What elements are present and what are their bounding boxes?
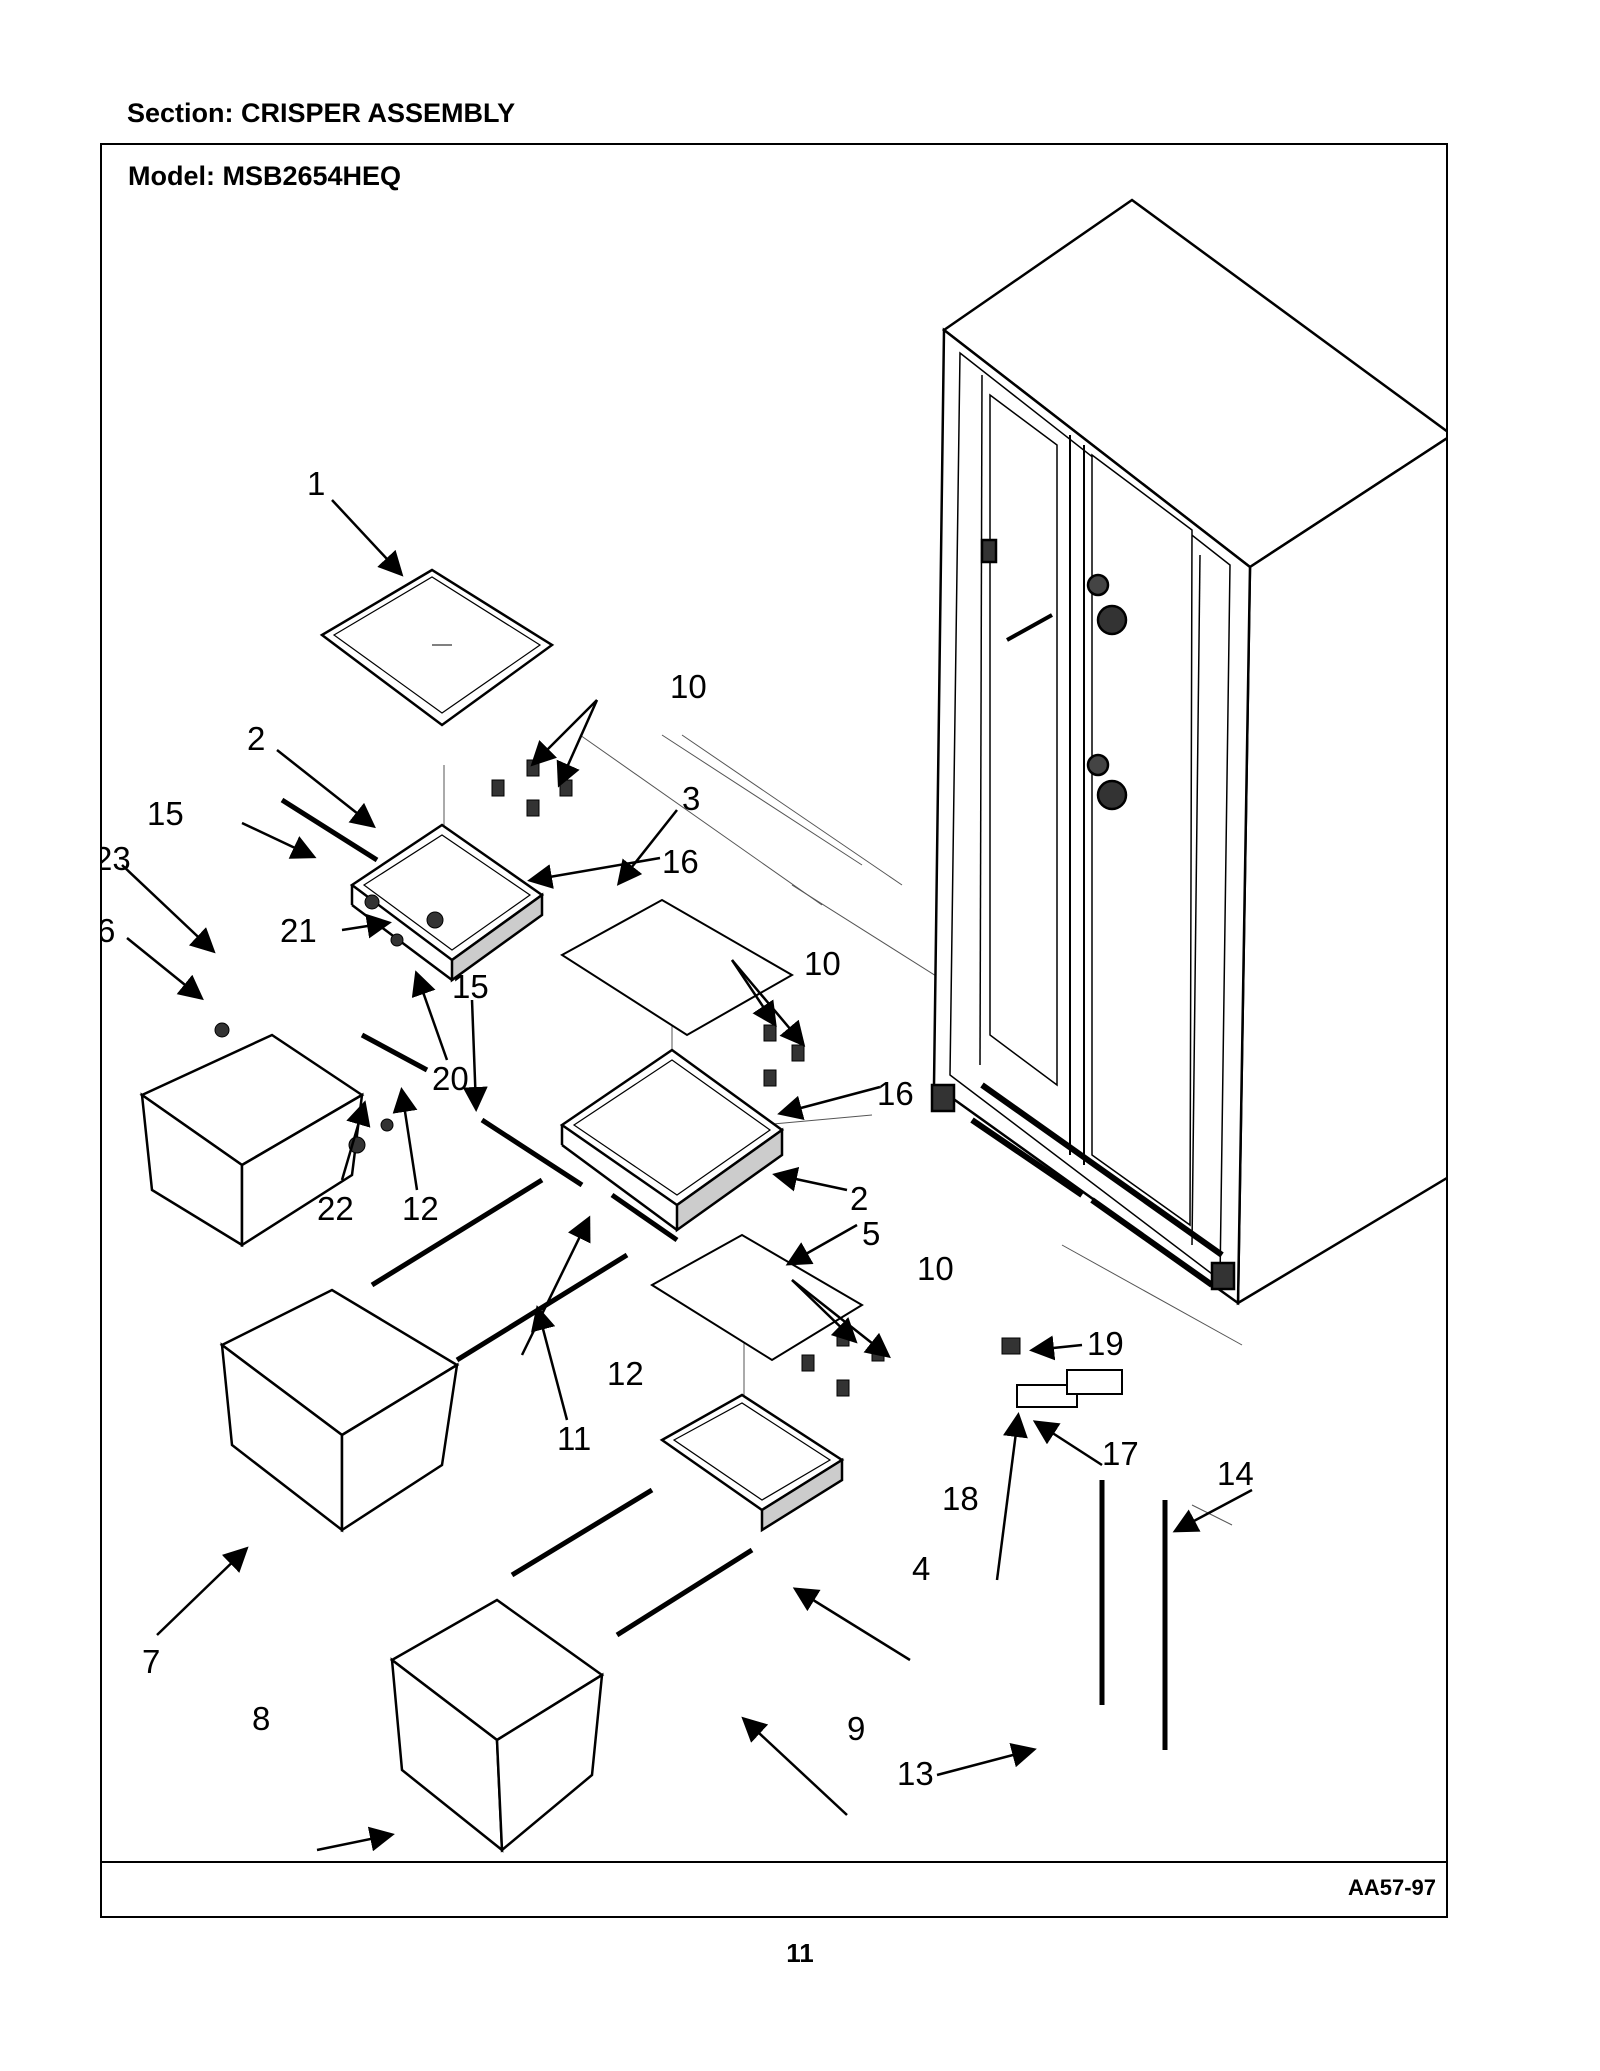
shelf-icon — [319, 568, 555, 727]
callout-9: 9 — [847, 1710, 865, 1747]
model-title: Model: MSB2654HEQ — [128, 161, 402, 191]
callout-11: 11 — [557, 1420, 591, 1457]
crisper-drawer-frame-icon — [559, 1048, 785, 1233]
callout-8: 8 — [252, 1700, 270, 1737]
callout-5: 5 — [862, 1215, 880, 1252]
callout-2: 2 — [850, 1180, 868, 1217]
callout-7: 7 — [142, 1643, 160, 1680]
callout-18: 18 — [942, 1480, 979, 1517]
diagram-frame: Model: MSB2654HEQ — [100, 143, 1448, 1918]
callout-20: 20 — [432, 1060, 469, 1097]
crisper-drawer-frame-icon — [659, 1393, 845, 1533]
page-number: 11 — [786, 1938, 814, 1968]
callout-10: 10 — [804, 945, 841, 982]
crisper-pan-icon — [219, 1288, 460, 1533]
crisper-pan-icon — [139, 1033, 365, 1248]
exploded-parts-diagram: 1 2 15 23 6 21 20 22 12 10 3 16 10 15 16… — [102, 198, 1446, 1853]
callout-23: 23 — [102, 840, 131, 877]
callout-1: 1 — [307, 465, 325, 502]
clip-icon — [214, 759, 1123, 1408]
callout-17: 17 — [1102, 1435, 1139, 1472]
glass-cover-icon — [560, 898, 864, 1362]
callout-14: 14 — [1217, 1455, 1254, 1492]
footer-divider — [102, 1861, 1446, 1863]
callout-15: 15 — [147, 795, 184, 832]
callout-13: 13 — [897, 1755, 934, 1792]
callout-16: 16 — [877, 1075, 914, 1112]
callout-19: 19 — [1087, 1325, 1124, 1362]
crisper-pan-icon — [389, 1598, 605, 1853]
refrigerator-cabinet-icon — [930, 198, 1446, 1306]
callout-4: 4 — [912, 1550, 930, 1587]
section-title: Section: CRISPER ASSEMBLY — [127, 98, 516, 128]
callout-21: 21 — [280, 912, 317, 949]
callout-3: 3 — [682, 780, 700, 817]
callout-15: 15 — [452, 968, 489, 1005]
leader-arrows — [121, 499, 1253, 1852]
callout-12: 12 — [607, 1355, 644, 1392]
crisper-drawer-frame-icon — [349, 823, 545, 983]
callout-22: 22 — [317, 1190, 354, 1227]
callout-16: 16 — [662, 843, 699, 880]
callout-10: 10 — [917, 1250, 954, 1287]
callout-10: 10 — [670, 668, 707, 705]
callout-labels: 1 2 15 23 6 21 20 22 12 10 3 16 10 15 16… — [102, 465, 1254, 1792]
slide-rail-icon — [280, 797, 1168, 1750]
reference-code: AA57-97 — [1347, 1875, 1436, 1900]
callout-6: 6 — [102, 912, 115, 949]
callout-2: 2 — [247, 720, 265, 757]
callout-12: 12 — [402, 1190, 439, 1227]
